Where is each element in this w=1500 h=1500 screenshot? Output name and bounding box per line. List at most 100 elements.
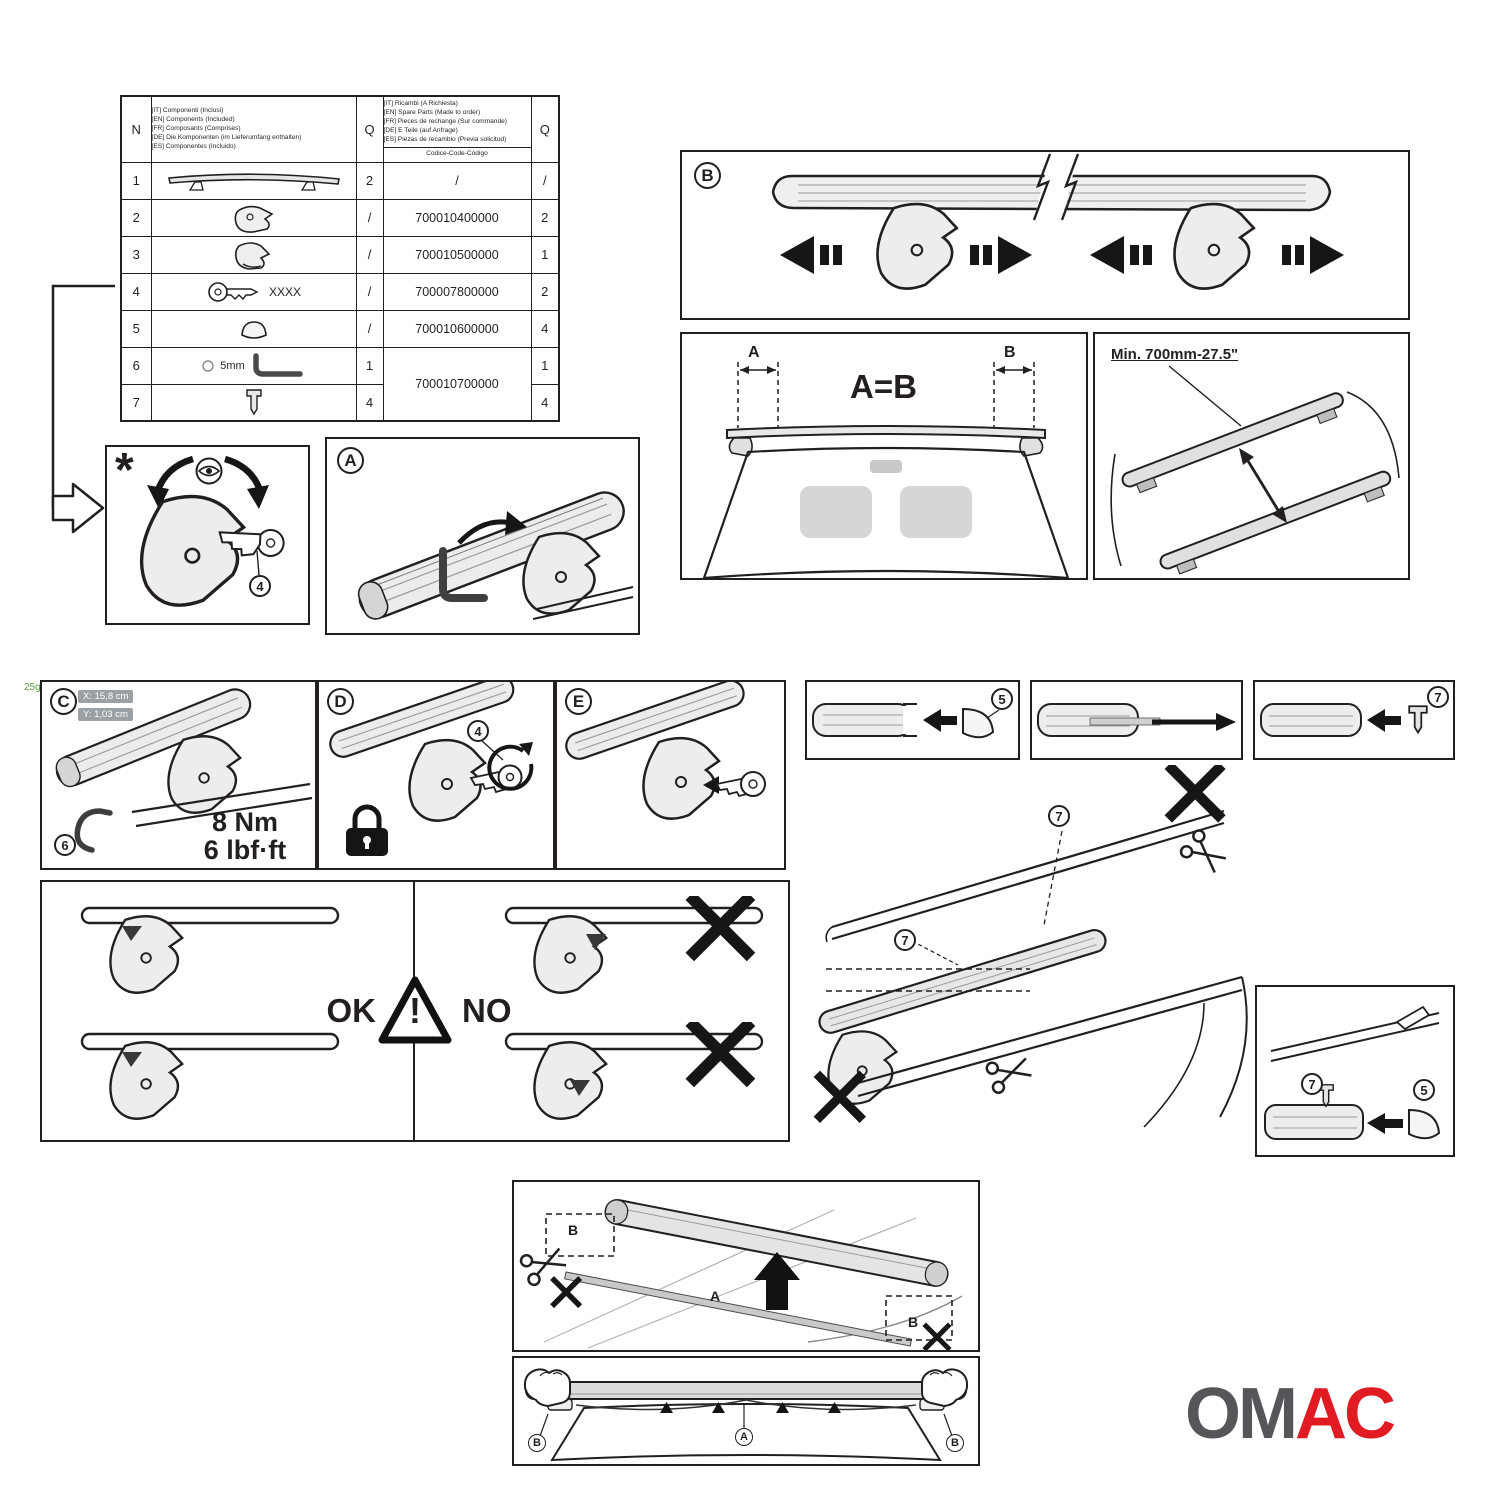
included-components-header: [IT] Componenti (Inclusi) [EN] Component… xyxy=(150,95,357,163)
part-number: 1 xyxy=(120,161,152,200)
part-image-cell xyxy=(150,383,357,422)
part-image-cell xyxy=(150,161,357,200)
part-row-6: 6 5mm 1 700010700000 1 xyxy=(120,346,560,422)
omac-logo: OMAC xyxy=(1185,1378,1396,1450)
qty-included: 2 xyxy=(355,161,384,200)
torque-illustration xyxy=(55,688,313,853)
t-bolt-panel: 7 xyxy=(1253,680,1455,760)
panel-e-letter: E xyxy=(565,688,592,715)
final-check-panel: B A B xyxy=(512,1356,980,1466)
part-row-5: 5 / 700010600000 4 xyxy=(120,309,560,348)
final-b-left-label: B xyxy=(528,1434,546,1452)
qty-included: 1 xyxy=(355,346,384,385)
key-lock-panel: * 4 xyxy=(105,445,310,625)
clamp-correct-illustration-1 xyxy=(80,906,340,994)
dim-a-label: A xyxy=(748,344,760,361)
qty-spare: 2 xyxy=(530,198,560,237)
callout-4: 4 xyxy=(249,575,271,597)
install-a-label: A xyxy=(710,1288,721,1304)
part-image-cell xyxy=(150,309,357,348)
panel-b: B xyxy=(680,150,1410,320)
panel-d: D 4 xyxy=(317,680,555,870)
col-n-header: N xyxy=(120,95,152,163)
qty-spare: / xyxy=(530,161,560,200)
callout-7-detail: 7 xyxy=(1301,1073,1323,1095)
callout-7: 7 xyxy=(1427,686,1449,708)
hex-socket-icon xyxy=(202,359,214,372)
strip-detail-panel: 7 5 xyxy=(1255,985,1455,1157)
spare-parts-header: [IT] Ricambi (A Richiesta) [EN] Spare Pa… xyxy=(382,95,532,163)
panel-a-letter: A xyxy=(337,447,364,474)
clamp-correct-illustration-2 xyxy=(80,1032,340,1120)
part-row-1: 1 2 / / xyxy=(120,161,560,200)
final-b-right-label: B xyxy=(946,1434,964,1452)
panel-a: A xyxy=(325,437,640,635)
panel-c-letter: C xyxy=(50,688,77,715)
bar-slide-illustration xyxy=(771,153,1344,290)
part-number: 5 xyxy=(120,309,152,348)
end-cap-panel: 5 xyxy=(805,680,1020,760)
qty-spare: 1 xyxy=(530,235,560,274)
part-number: 6 xyxy=(120,346,152,385)
spare-code: 700010500000 xyxy=(382,235,532,274)
spare-code: 700010400000 xyxy=(382,198,532,237)
strip-slide-panel xyxy=(1030,680,1243,760)
clamp-wrong-illustration-2 xyxy=(504,1022,764,1120)
allen-key-icon xyxy=(252,352,303,377)
callout-6: 6 xyxy=(54,834,76,856)
strip-slide-illustration xyxy=(1037,703,1236,737)
equal-spacing-panel: A B A=B xyxy=(680,332,1088,580)
spare-code: / xyxy=(382,161,532,200)
col-q-spare-header: Q xyxy=(530,95,560,163)
callout-5: 5 xyxy=(991,688,1013,710)
t-bolt-icon xyxy=(245,389,262,416)
part-image-cell: XXXX xyxy=(150,272,357,311)
lock-turn-illustration xyxy=(329,682,534,856)
qty-included: / xyxy=(355,235,384,274)
lock-key-icon xyxy=(208,281,259,302)
panel-d-letter: D xyxy=(327,688,354,715)
col-q-included-header: Q xyxy=(355,95,384,163)
part-row-4: 4 XXXX / 700007800000 2 xyxy=(120,272,560,311)
allen-size-label: 5mm xyxy=(220,359,245,372)
install-b-right-label: B xyxy=(908,1314,919,1330)
torque-value: 8 Nm 6 lbf·ft xyxy=(203,807,287,866)
cross-bar-icon xyxy=(168,172,340,191)
part-number: 4 xyxy=(120,272,152,311)
roof-strip-cut-illustration xyxy=(800,765,1248,1128)
final-check-illustration xyxy=(523,1368,969,1462)
end-cap-insert-illustration xyxy=(812,703,1000,739)
part-image-cell xyxy=(150,198,357,237)
table-header-row: N [IT] Componenti (Inclusi) [EN] Compone… xyxy=(120,95,560,163)
dim-b-label: B xyxy=(1004,344,1016,361)
parts-table: N [IT] Componenti (Inclusi) [EN] Compone… xyxy=(120,95,560,422)
t-bolt-insert-illustration xyxy=(1260,703,1428,737)
logo-om: OM xyxy=(1185,1374,1298,1454)
qty-included: / xyxy=(355,309,384,348)
clamp-wrong-illustration-1 xyxy=(504,896,764,994)
spare-code: 700010700000 xyxy=(382,346,532,422)
car-roof-spacing-illustration xyxy=(702,362,1070,578)
qty-included: / xyxy=(355,198,384,237)
part-row-2: 2 / 700010400000 2 xyxy=(120,198,560,237)
callout-4: 4 xyxy=(467,720,489,742)
qty-spare: 4 xyxy=(530,309,560,348)
part-number: 3 xyxy=(120,235,152,274)
dim-x-chip: X: 15,8 cm xyxy=(78,690,134,703)
panel-b-letter: B xyxy=(694,162,721,189)
clamp-cover-icon xyxy=(234,205,274,233)
strip-detail-illustration xyxy=(1264,1005,1440,1140)
end-cap-icon xyxy=(240,320,267,339)
ok-no-panel: OK ! NO xyxy=(40,880,790,1142)
part-row-7: 7 4 4 xyxy=(120,383,560,422)
qty-included: / xyxy=(355,272,384,311)
install-b-left-label: B xyxy=(568,1222,579,1238)
min-span-note: Min. 700mm-27.5" xyxy=(1111,346,1239,363)
dim-y-chip: Y: 1,03 cm xyxy=(78,708,133,721)
code-column-label: Codice-Code-Código xyxy=(383,146,531,159)
qty-included: 4 xyxy=(355,383,384,422)
logo-ac: AC xyxy=(1294,1374,1396,1454)
key-lock-illustration xyxy=(139,455,285,607)
part-number: 2 xyxy=(120,198,152,237)
